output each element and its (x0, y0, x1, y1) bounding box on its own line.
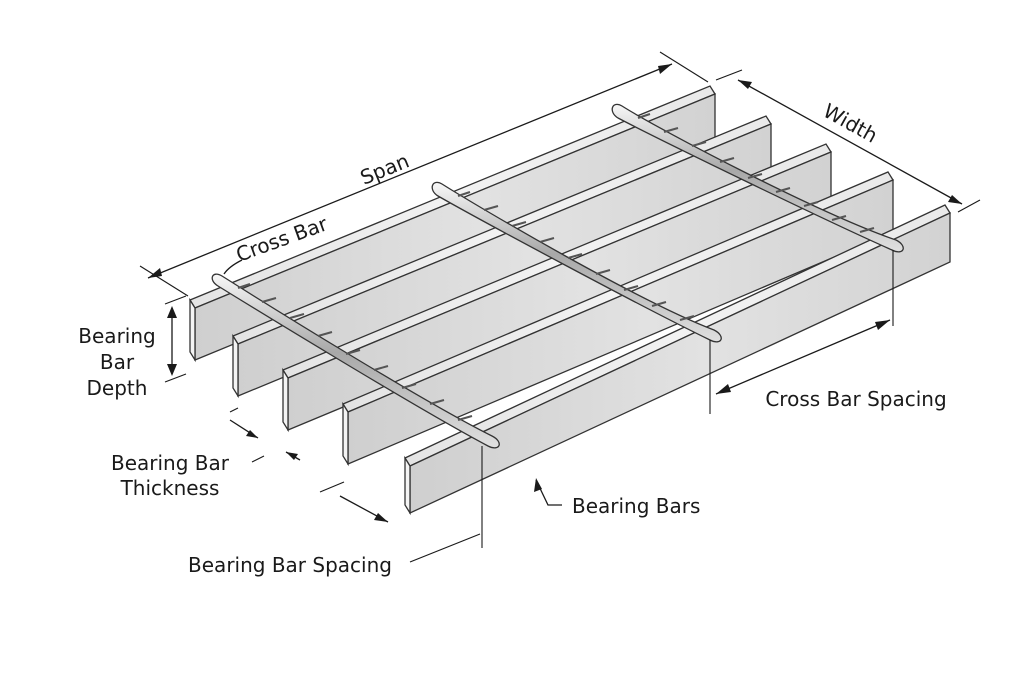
width-dimension (715, 69, 981, 213)
cross-bar (211, 273, 500, 449)
bearing-bar-depth-label-line-3: Depth (87, 376, 148, 400)
span-label: Span (357, 149, 413, 190)
cross-bar-spacing-dimension (709, 250, 894, 414)
bearing-bar-depth-label-line-1: Bearing (78, 324, 155, 348)
dimension-lines (139, 51, 981, 563)
bearing-bar (404, 204, 951, 516)
cross-bar (611, 103, 904, 253)
span-dimension (139, 51, 709, 297)
bearing-bar-spacing-dimension (319, 446, 483, 563)
width-label: Width (819, 99, 881, 148)
bearing-bar-thickness-label-line-2: Thickness (120, 476, 220, 500)
cross-bar-spacing-label: Cross Bar Spacing (765, 387, 946, 411)
bearing-bar-thickness-label-line-1: Bearing Bar (111, 451, 230, 475)
bearing-bars-label: Bearing Bars (572, 494, 700, 518)
bearing-bar-spacing-label: Bearing Bar Spacing (188, 553, 392, 577)
bearing-bar-depth-label-line-2: Bar (100, 350, 135, 374)
cross-bars-group (211, 103, 904, 449)
bearing-bar-thickness-dimension (229, 407, 301, 463)
bearing-bars-group (189, 85, 951, 516)
cross-bar-leader (223, 259, 243, 275)
bearing-bars-leader (534, 478, 562, 506)
bearing-bar-depth-dimension (164, 295, 187, 383)
